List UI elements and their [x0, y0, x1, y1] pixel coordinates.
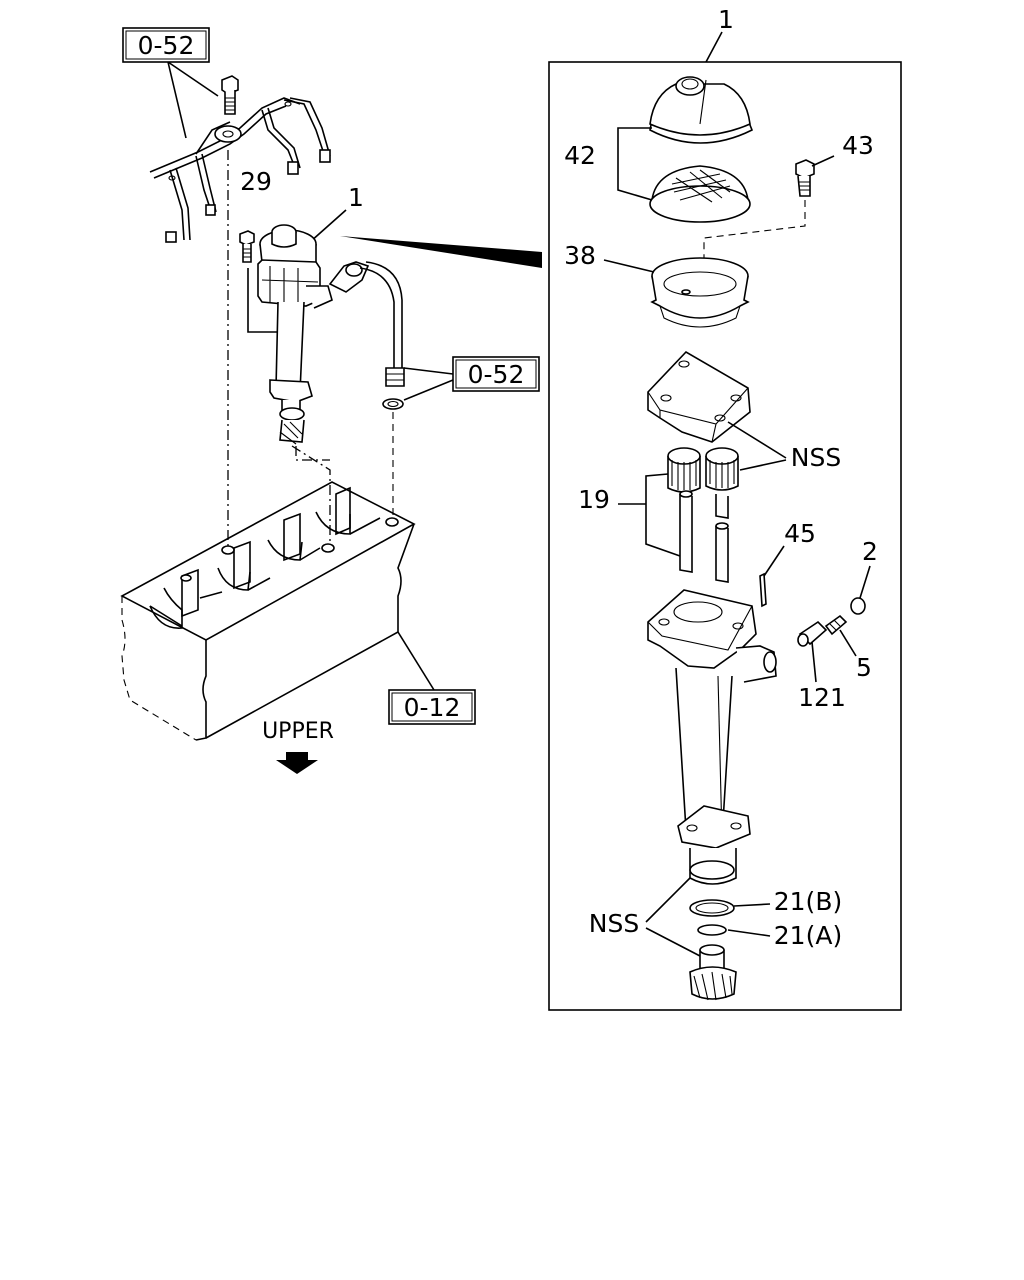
oil-pipe: [328, 261, 405, 410]
label-29: 29: [240, 167, 272, 196]
bracket-bolt: [221, 75, 239, 115]
direction-label: UPPER: [262, 719, 334, 744]
pump-gears: [667, 447, 739, 493]
oil-pipe-bracket: [149, 97, 331, 243]
leader-1-left: [309, 209, 347, 243]
filter-screen: [649, 165, 751, 223]
label-nss-bottom: NSS: [589, 909, 639, 938]
leader-21a: [727, 929, 771, 937]
ref-box-top[interactable]: 0-52: [122, 27, 210, 63]
bolt-43: [795, 159, 815, 197]
label-1-left: 1: [348, 183, 364, 212]
leader-21b: [733, 903, 771, 907]
detail-frame: [548, 61, 902, 1011]
filter-housing: [650, 257, 750, 328]
ref-box-block[interactable]: 0-12: [388, 689, 476, 725]
leader-ref-top-b: [167, 61, 187, 139]
ref-box-mid[interactable]: 0-52: [452, 356, 540, 392]
ref-mid-text: 0-52: [468, 360, 525, 389]
label-38: 38: [564, 241, 596, 270]
oil-pump-small: [257, 224, 333, 445]
bolt-29: [239, 230, 255, 263]
leader-nss-gears: [727, 421, 787, 471]
pump-cover: [647, 350, 751, 443]
pump-body: [647, 589, 777, 885]
drive-gear: [689, 944, 737, 1001]
detail-pointer: [340, 236, 542, 268]
label-nss-gears: NSS: [791, 443, 841, 472]
relief-valve-parts: [797, 597, 866, 647]
leader-ref-mid: [403, 367, 454, 401]
leader-121: [811, 641, 817, 683]
label-21a: 21(A): [774, 921, 842, 950]
centerline-pump: [291, 445, 331, 548]
label-19: 19: [578, 485, 610, 514]
ref-top-text: 0-52: [138, 31, 195, 60]
leader-38: [603, 259, 655, 273]
cylinder-block: [120, 481, 416, 741]
leader-43: [811, 155, 835, 167]
label-42: 42: [564, 141, 596, 170]
label-45: 45: [784, 519, 816, 548]
ref-block-text: 0-12: [404, 693, 461, 722]
label-5: 5: [856, 653, 872, 682]
leader-nss-bottom: [645, 877, 701, 957]
pin-45: [759, 572, 767, 608]
leader-ref-block: [397, 631, 435, 691]
label-21b: 21(B): [774, 887, 842, 916]
leader-1-right: [705, 31, 723, 63]
pump-shafts: [679, 490, 729, 583]
label-121: 121: [798, 683, 846, 712]
label-2: 2: [862, 537, 878, 566]
leader-42: [617, 127, 653, 201]
down-arrow-icon: [276, 752, 318, 774]
o-rings: [689, 899, 735, 936]
label-43: 43: [842, 131, 874, 160]
leader-ref-top-a: [167, 61, 219, 97]
leader-19: [618, 473, 681, 557]
leader-5: [839, 629, 857, 657]
leader-2: [859, 565, 871, 599]
filter-cover: [649, 76, 754, 144]
leader-bolt29: [247, 268, 280, 333]
label-1-right: 1: [718, 5, 734, 34]
centerline-pump-b: [295, 446, 330, 461]
leader-45: [763, 545, 785, 577]
